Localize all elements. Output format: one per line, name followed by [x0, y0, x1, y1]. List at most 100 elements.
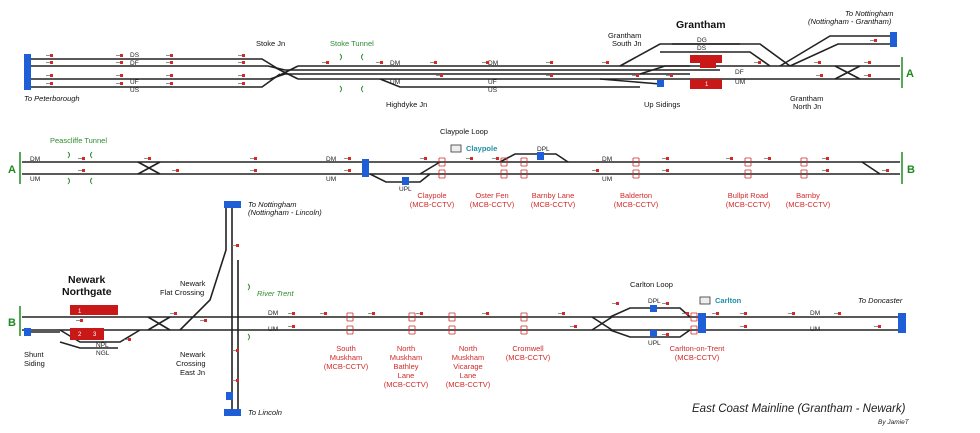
- grantham-ds: [660, 51, 771, 67]
- signal-icon: [886, 169, 889, 172]
- code-dpl-2: DPL: [648, 298, 661, 305]
- signal-icon: [550, 61, 553, 64]
- lc-claypole-type: (MCB-CCTV): [410, 200, 455, 209]
- signal-icon: [758, 61, 761, 64]
- signal-icon: [574, 325, 577, 328]
- signal-icon: [496, 157, 499, 160]
- station-claypole: Claypole: [466, 144, 497, 153]
- lc-oster-fen-type: (MCB-CCTV): [470, 200, 515, 209]
- signal-icon: [292, 325, 295, 328]
- label-grantham-north-1: Grantham: [790, 94, 823, 103]
- level-crossing-marks: [346, 157, 808, 335]
- label-grantham-south-2: South Jn: [612, 39, 642, 48]
- platform-newark-label-2: 2: [78, 332, 82, 338]
- signal-icon: [174, 312, 177, 315]
- code-npl: NPL: [96, 342, 109, 349]
- platform-grantham-2: [690, 55, 722, 63]
- signal-icon: [878, 325, 881, 328]
- signal-icon: [170, 54, 173, 57]
- lc-balderton-type: (MCB-CCTV): [614, 200, 659, 209]
- code-us: US: [130, 87, 140, 94]
- level-crossing-mark: [690, 325, 698, 335]
- level-crossing-mark: [744, 157, 752, 167]
- signal-icon: [666, 333, 669, 336]
- signal-icon: [716, 312, 719, 315]
- tunnel-stoke: [339, 53, 364, 93]
- river-trent-marks: [247, 283, 250, 341]
- signal-icon: [670, 74, 673, 77]
- claypole-upl: [369, 173, 431, 183]
- signal-icon: [348, 169, 351, 172]
- tunnel-peascliffe: [67, 151, 93, 185]
- code-ds: DS: [130, 52, 140, 59]
- station-newark-1: Newark: [68, 274, 106, 286]
- lc-nmb-2: Muskham: [390, 353, 423, 362]
- signal-icon: [242, 61, 245, 64]
- signal-icon: [868, 61, 871, 64]
- buffer-upl: [402, 177, 409, 185]
- level-crossing-mark: [346, 312, 354, 322]
- lc-nmv-4: Lane: [460, 371, 477, 380]
- platform-newark-label-1: 1: [78, 309, 82, 315]
- code-um-4: UM: [326, 176, 336, 183]
- to-nottingham-gr: To Nottingham: [845, 9, 894, 18]
- crossing-labels-row3: South Muskham (MCB-CCTV) North Muskham B…: [324, 344, 726, 389]
- signal-icon: [434, 61, 437, 64]
- diagram-title: East Coast Mainline (Grantham - Newark): [692, 403, 906, 415]
- lc-cromwell-type: (MCB-CCTV): [506, 353, 551, 362]
- signal-icon: [486, 61, 489, 64]
- claypole-crossover: [419, 161, 441, 175]
- signal-icon: [562, 312, 565, 315]
- newark-crossover: [147, 316, 171, 331]
- crossing-labels-row2: Claypole (MCB-CCTV) Oster Fen (MCB-CCTV)…: [410, 191, 831, 209]
- lc-bullpit-road: Bullpit Road: [728, 191, 768, 200]
- grantham-north-crossover: [834, 65, 861, 80]
- crossover-claypole-east: [861, 161, 881, 175]
- signal-icon: [380, 61, 383, 64]
- signal-icon: [242, 82, 245, 85]
- level-crossing-mark: [800, 169, 808, 179]
- code-uf: UF: [130, 79, 139, 86]
- level-crossing-mark: [408, 325, 416, 335]
- signal-icon: [292, 312, 295, 315]
- buffer-doncaster: [898, 313, 906, 333]
- signal-icon: [744, 325, 747, 328]
- to-doncaster: To Doncaster: [858, 296, 903, 305]
- signal-icon: [636, 74, 639, 77]
- signal-icon: [820, 74, 823, 77]
- code-um-7: UM: [810, 326, 820, 333]
- signal-icon: [176, 169, 179, 172]
- code-us-2: US: [488, 87, 498, 94]
- lc-nmv-2: Muskham: [452, 353, 485, 362]
- code-dm-6: DM: [268, 310, 278, 317]
- lc-nmv-1: North: [459, 344, 477, 353]
- lc-nmb-5: (MCB-CCTV): [384, 380, 429, 389]
- code-upl-2: UPL: [648, 340, 661, 347]
- lincoln-curve: [179, 207, 239, 410]
- label-flat-2: Flat Crossing: [160, 288, 204, 297]
- signal-icon: [170, 61, 173, 64]
- signal-icon: [874, 39, 877, 42]
- signal-icon: [326, 61, 329, 64]
- signal-icon: [120, 54, 123, 57]
- signal-icon: [744, 312, 747, 315]
- to-nottingham-gr-line: (Nottingham - Grantham): [808, 17, 892, 26]
- level-crossing-mark: [408, 312, 416, 322]
- signal-icon: [792, 312, 795, 315]
- signal-icon: [838, 312, 841, 315]
- signal-icon: [486, 312, 489, 315]
- signal-icon: [440, 74, 443, 77]
- section-marker-a-2: A: [8, 164, 16, 176]
- to-lincoln: To Lincoln: [248, 408, 282, 417]
- lc-barnby-lane-type: (MCB-CCTV): [531, 200, 576, 209]
- signal-icon: [424, 157, 427, 160]
- label-grantham-south-1: Grantham: [608, 31, 641, 40]
- level-crossing-mark: [438, 169, 446, 179]
- signal-icon: [606, 61, 609, 64]
- buffer-dpl: [537, 152, 544, 160]
- level-crossing-mark: [448, 312, 456, 322]
- level-crossing-mark: [744, 169, 752, 179]
- signal-icon: [236, 379, 239, 382]
- platform-newark-1: [70, 305, 118, 315]
- stoke-crossover: [271, 65, 299, 80]
